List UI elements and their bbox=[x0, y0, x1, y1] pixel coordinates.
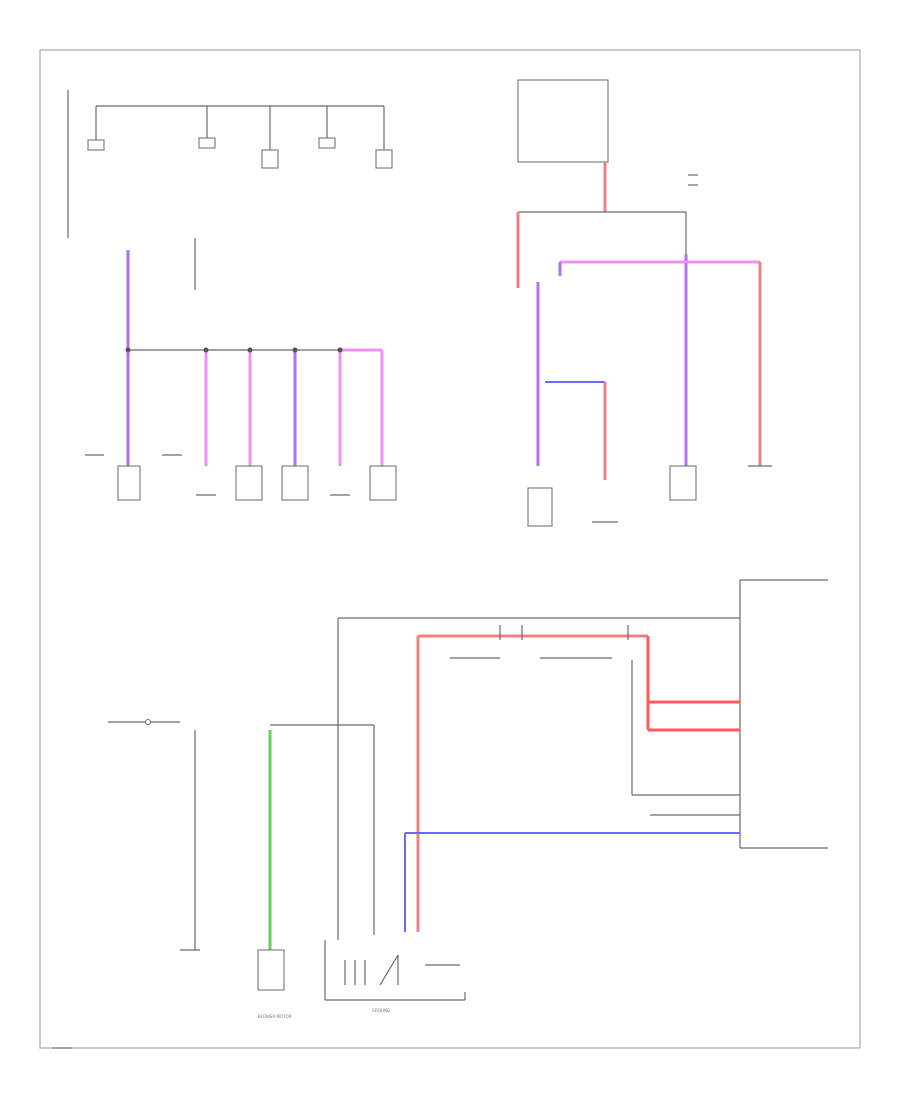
component-box bbox=[235, 465, 263, 501]
fuse-block bbox=[318, 137, 336, 149]
left-branch-wiring bbox=[85, 238, 384, 466]
diagram-border bbox=[39, 49, 861, 1049]
ground-label: GROUND bbox=[372, 1008, 390, 1013]
component-box bbox=[369, 465, 397, 501]
control-module bbox=[739, 579, 828, 849]
component-box bbox=[117, 465, 141, 501]
junction-box bbox=[517, 79, 609, 163]
component-box bbox=[669, 465, 697, 501]
top-left-fuse-rail bbox=[67, 90, 393, 238]
component-box bbox=[527, 487, 553, 527]
fuse-block bbox=[198, 137, 216, 149]
blower-motor-box bbox=[257, 949, 285, 991]
lower-right-wiring bbox=[337, 617, 740, 940]
lower-left-wiring bbox=[108, 719, 466, 1001]
connector-block bbox=[375, 149, 393, 169]
connector-block bbox=[261, 149, 279, 169]
top-right-distribution bbox=[516, 79, 762, 480]
blower-motor-label: BLOWER MOTOR bbox=[258, 1014, 292, 1019]
component-box bbox=[281, 465, 309, 501]
fuse-block bbox=[87, 139, 105, 151]
